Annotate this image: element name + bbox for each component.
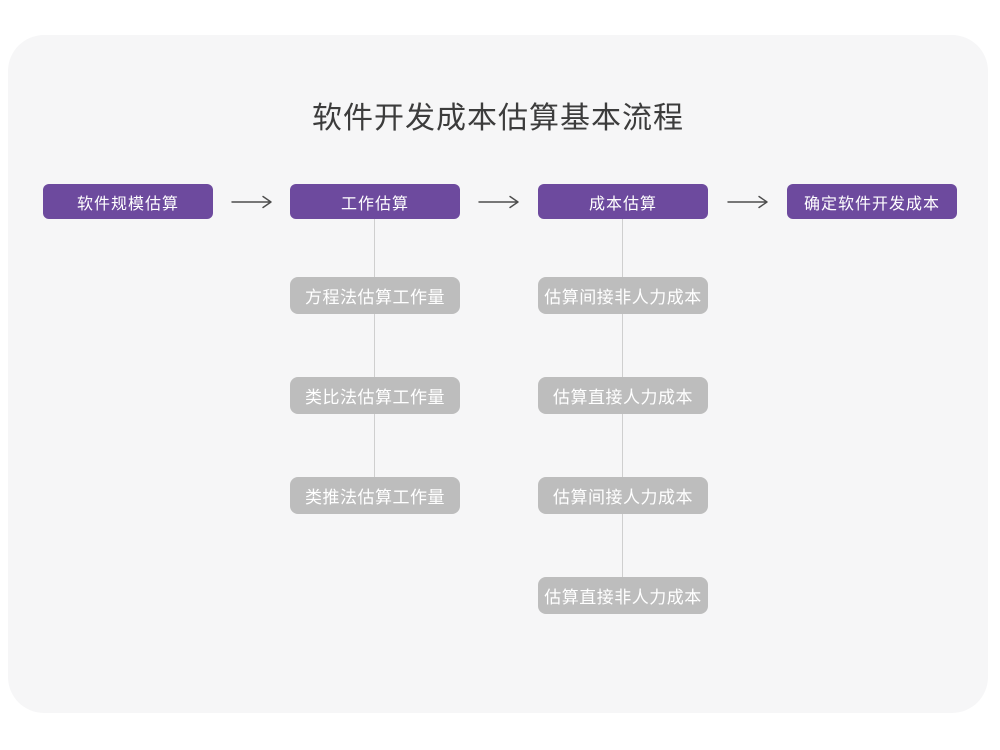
- stage-box-effort-estimation[interactable]: 工作估算: [290, 184, 460, 219]
- stage-box-cost-estimation[interactable]: 成本估算: [538, 184, 708, 219]
- diagram-title: 软件开发成本估算基本流程: [312, 102, 684, 135]
- stage-box-final-cost[interactable]: 确定软件开发成本: [787, 184, 957, 219]
- substep-box[interactable]: 类推法估算工作量: [290, 477, 460, 514]
- diagram-card: 软件开发成本估算基本流程 软件规模估算 工作估算 成本估算 确定软件开发成本 方…: [8, 35, 988, 713]
- stage-box-size-estimation[interactable]: 软件规模估算: [43, 184, 213, 219]
- arrow-right-icon: [478, 195, 519, 209]
- substep-box[interactable]: 估算间接非人力成本: [538, 277, 708, 314]
- substep-box[interactable]: 估算直接人力成本: [538, 377, 708, 414]
- arrow-right-icon: [231, 195, 272, 209]
- substep-box[interactable]: 方程法估算工作量: [290, 277, 460, 314]
- substep-box[interactable]: 估算直接非人力成本: [538, 577, 708, 614]
- connector-line: [374, 219, 375, 479]
- substep-box[interactable]: 类比法估算工作量: [290, 377, 460, 414]
- arrow-right-icon: [727, 195, 768, 209]
- substep-box[interactable]: 估算间接人力成本: [538, 477, 708, 514]
